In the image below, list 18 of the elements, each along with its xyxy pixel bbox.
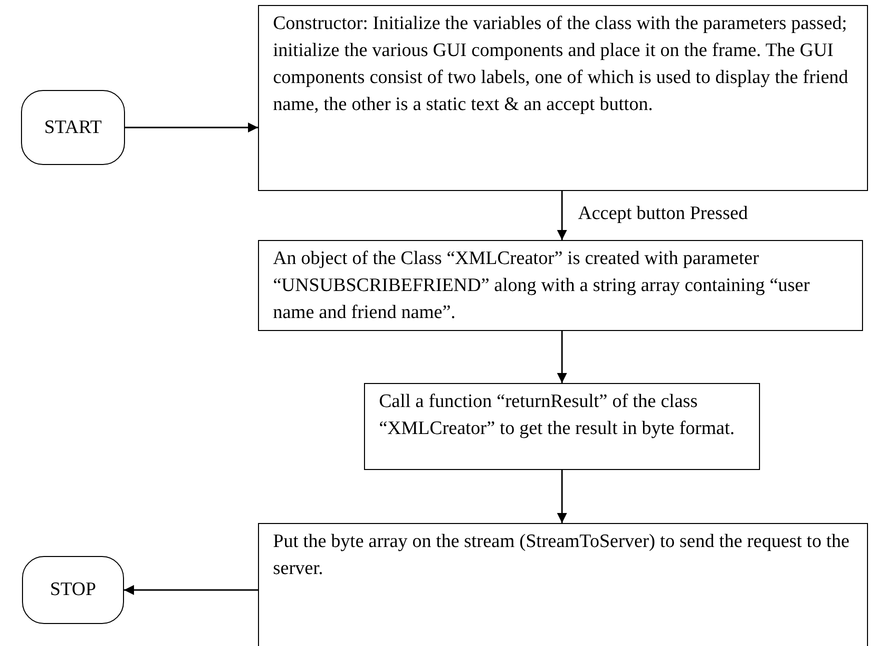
edge-label: Accept button Pressed <box>576 204 750 224</box>
process-box <box>258 5 868 191</box>
terminal-box <box>22 556 124 624</box>
arrow <box>557 191 567 240</box>
node-text: STOP <box>50 579 96 601</box>
node-text: Put the byte array on the stream (StreamToServer) to send the request to the server. <box>273 531 850 579</box>
terminal-box <box>21 90 125 165</box>
node-text: An object of the Class “XMLCreator” is created with parameter “UNSUBSCRIBEFRIEND” along with a string array containing “user name and friend name”. <box>273 248 810 323</box>
node-text: START <box>44 116 102 138</box>
arrow <box>124 585 258 595</box>
node-text: Constructor: Initialize the variables of the class with the parameters passed; initialize the various GUI components and place it on the frame. The GUI components consist of two labels, one of which is used to display the friend name, the other is a static text & an accept button. <box>273 13 848 115</box>
process-box <box>258 523 868 646</box>
node-text: Call a function “returnResult” of the class “XMLCreator” to get the result in byte format. <box>379 391 735 439</box>
process-box <box>258 240 863 331</box>
arrow <box>557 331 567 383</box>
process-box <box>364 383 760 470</box>
arrow <box>557 470 567 523</box>
arrow <box>125 122 258 132</box>
